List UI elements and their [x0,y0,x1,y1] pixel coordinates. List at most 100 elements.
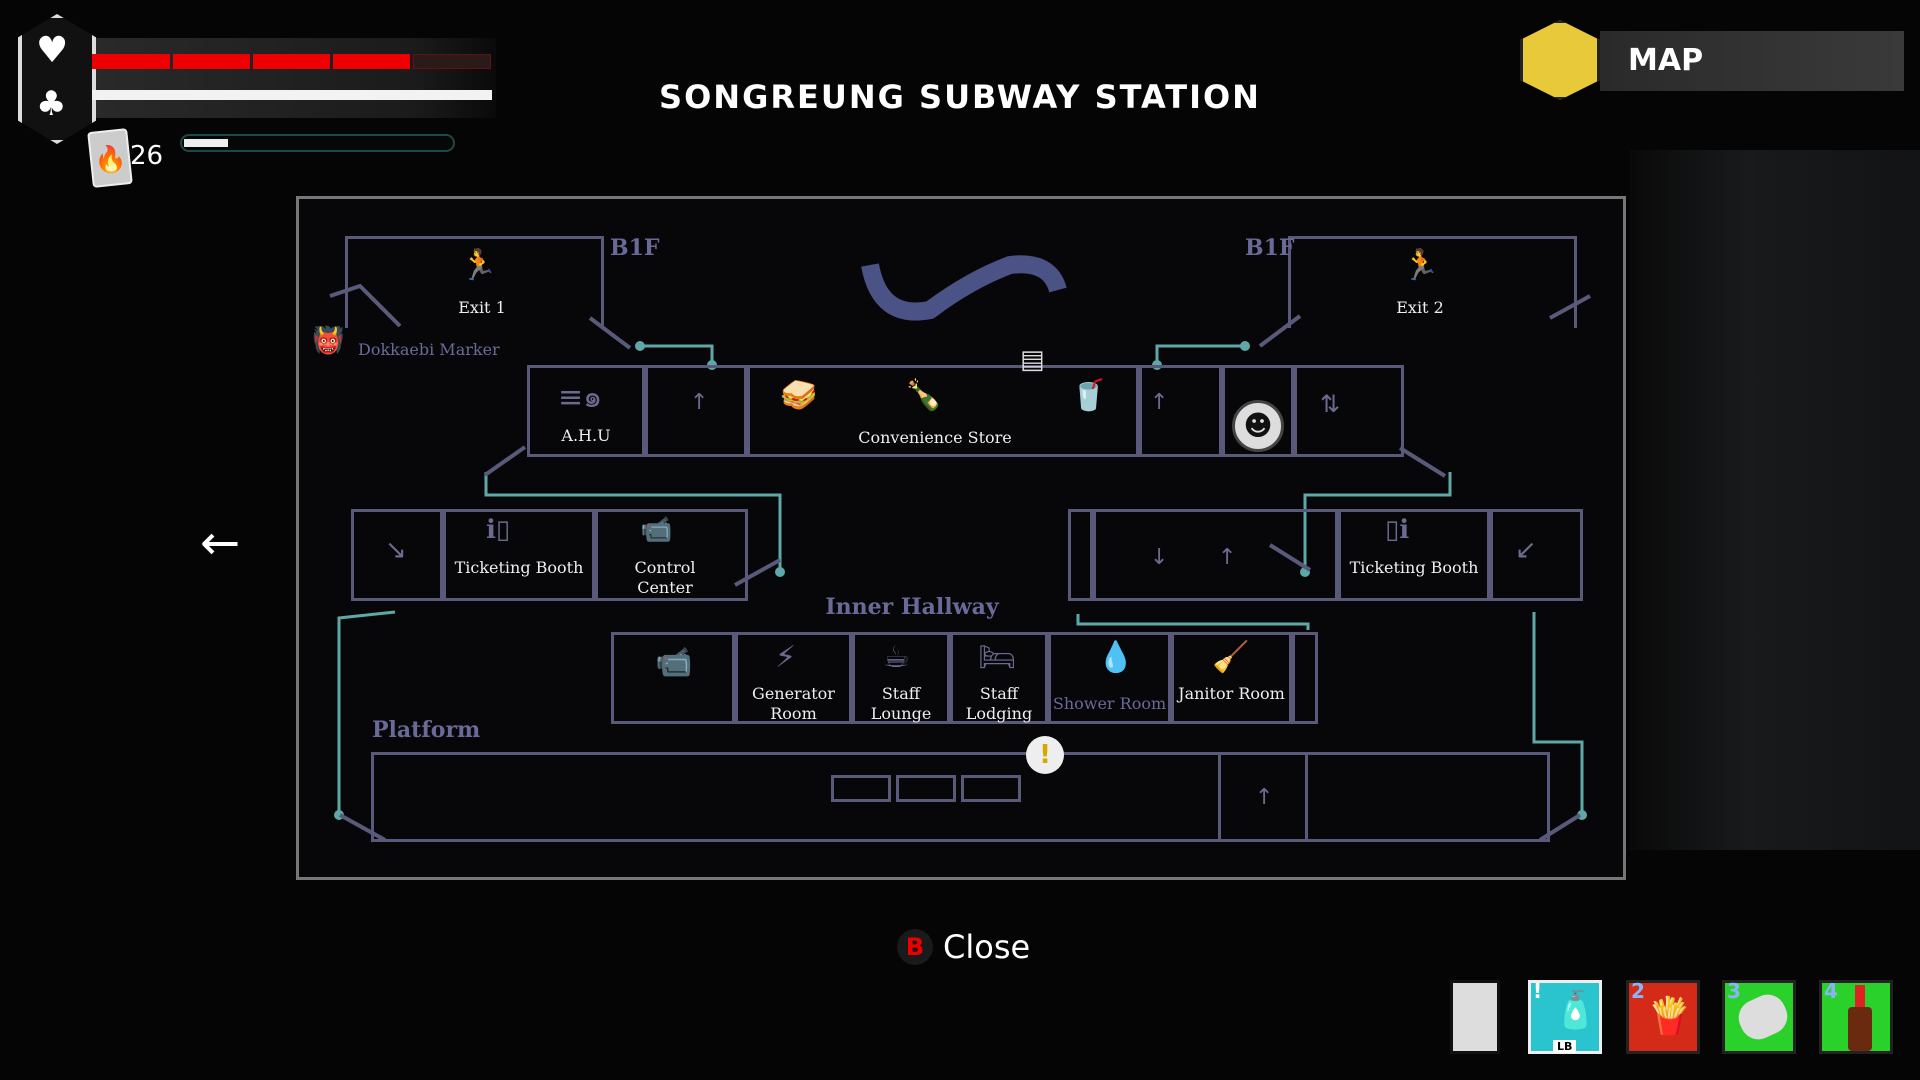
elevator-up[interactable] [1218,752,1308,842]
dokkaebi-icon: 👹 [312,326,345,356]
elevator-up-icon: ↑ [1218,545,1237,570]
room-shower[interactable] [1048,632,1171,724]
path-line [337,610,396,815]
lungs-icon: ♣ [36,84,67,124]
stairs-up[interactable] [645,365,747,457]
escalator-icon [1268,543,1312,572]
room-generator[interactable] [735,632,852,724]
cctv-icon: 📹 [655,645,693,680]
escalator-icon [1258,314,1302,348]
elevator-down-icon: ↙ [1515,535,1537,565]
escalator-icon [329,283,402,328]
status-emblem: ♥ ♣ [18,14,96,144]
player-location-room[interactable] [1222,365,1294,457]
health-segment [253,54,330,69]
background-room [1630,150,1920,850]
inner-hallway-label: Inner Hallway [825,594,999,620]
door[interactable] [1068,509,1093,601]
elevators[interactable] [1093,509,1338,601]
path-line [484,472,782,572]
dokkaebi-marker-label: Dokkaebi Marker [358,340,500,359]
stamina-bar [92,90,492,100]
room-staff-lodging[interactable] [950,632,1048,724]
escalator-icon [734,558,781,587]
room-janitor[interactable] [1171,632,1292,724]
exit-2-label: Exit 2 [1396,298,1444,317]
info-icon: ℹ▯ [486,515,511,545]
elevator-down[interactable] [351,509,443,601]
close-button[interactable]: B Close [897,925,1030,969]
train-car [961,775,1021,802]
alert-marker-icon[interactable]: ! [1026,736,1064,774]
generator-room-label: Generator Room [752,684,835,723]
platform-label: Platform [372,717,481,743]
elevator-down-icon: ↘ [385,535,407,565]
inventory-slot-chips[interactable]: 2 🍟 [1626,979,1700,1054]
heart-icon: ♥ [36,30,69,71]
room-security[interactable] [611,632,735,724]
path-line [1155,344,1245,365]
escalator-icon [588,316,632,350]
map-tab[interactable]: MAP [1600,31,1904,91]
room-ahu[interactable] [527,365,645,457]
inventory-slot-water[interactable]: ! 🧴 LB [1528,979,1602,1054]
janitor-room-label: Janitor Room [1178,684,1285,703]
exit-1-label: Exit 1 [458,298,506,317]
broom-icon: 🧹 [1212,640,1250,675]
stairs-up[interactable] [1139,365,1222,457]
coffee-icon: ☕ [883,640,910,675]
exit-2-area[interactable] [1288,236,1577,328]
elevator-down-icon: ↓ [1150,545,1169,570]
water-drop-icon: 💧 [1097,640,1135,675]
room-control-center[interactable] [595,509,748,601]
inventory-slot-medicine[interactable]: 4 [1819,979,1893,1054]
train-car [896,775,956,802]
subway-logo-icon [861,255,1067,321]
convenience-store-label: Convenience Store [858,428,1012,447]
escalator-icon [1549,294,1591,320]
health-segment [92,54,170,69]
map-tab-label: MAP [1628,43,1704,78]
escalator-icon [339,813,386,842]
info-icon: ▯ℹ [1385,515,1410,545]
room-ticketing-booth-left[interactable] [443,509,595,601]
generator-icon: ⚡ [775,640,797,675]
map-frame [296,196,1626,880]
stairs-up-icon: ↑ [690,390,709,415]
close-label: Close [943,928,1031,966]
health-segment [333,54,410,69]
room-convenience-store[interactable] [747,365,1139,457]
sandwich-icon: 🥪 [780,378,818,413]
escalator-icon [483,445,527,477]
health-segment-empty [413,54,491,69]
staff-lounge-label: Staff Lounge [870,684,932,723]
room-ticketing-booth-right[interactable] [1338,509,1490,601]
cctv-icon: 📹 [640,515,673,545]
room-staff-lounge[interactable] [852,632,950,724]
escalator-icon [1398,446,1447,478]
ticketing-booth-label: Ticketing Booth [454,558,584,577]
water-bottle-icon: 🧴 [1553,990,1598,1031]
shower-room-label: Shower Room [1052,694,1167,713]
lighter-fuel-fill [184,139,228,147]
elevator-up-icon: ↑ [1255,785,1274,810]
exit-icon: 🏃 [460,248,498,283]
path-line [1303,472,1452,572]
path-line [1076,614,1310,630]
path-line [1532,612,1584,815]
escalator-icon [1538,813,1582,842]
inventory-slot-bandage[interactable]: 3 [1722,979,1796,1054]
platform-area[interactable] [371,752,1550,842]
bandage-icon [1732,988,1794,1046]
prev-floor-arrow-icon[interactable]: ← [200,515,241,571]
chips-icon: 🍟 [1647,996,1692,1037]
elevator-icon: ⇅ [1320,390,1341,418]
elevator-down[interactable] [1490,509,1583,601]
door[interactable] [1292,632,1318,724]
control-center-label: Control Center [634,558,696,597]
elevator[interactable] [1294,365,1404,457]
lighter-slot[interactable] [1450,980,1500,1054]
exit-1-area[interactable] [345,236,604,328]
ahu-label: A.H.U [561,426,611,445]
